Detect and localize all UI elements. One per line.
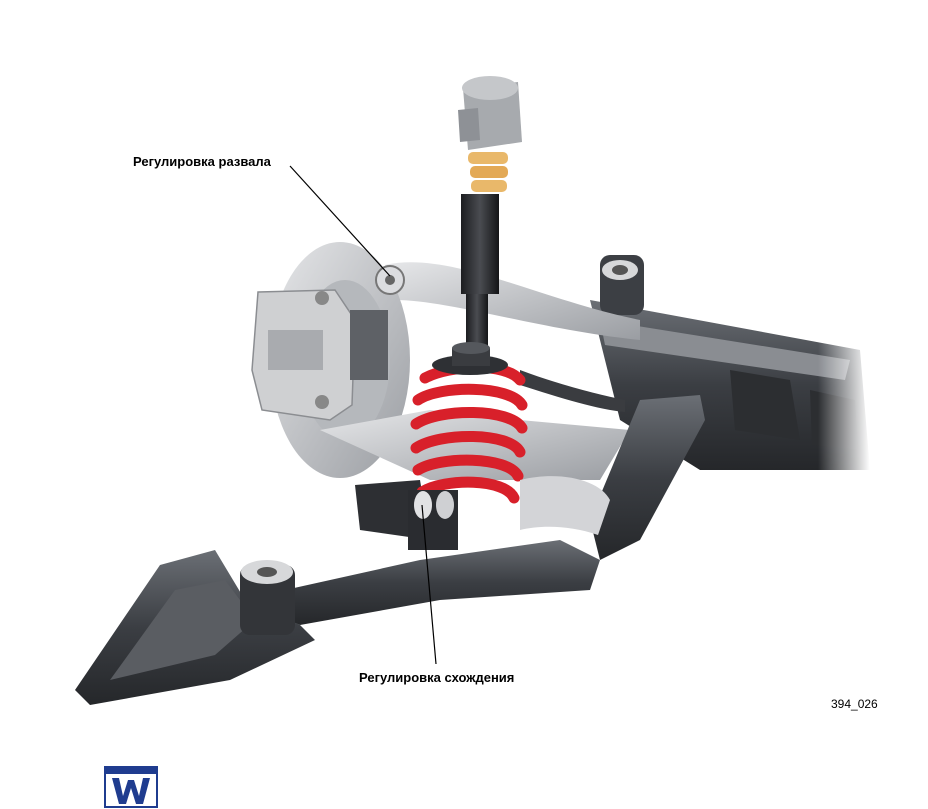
mounting-bracket: [75, 550, 315, 705]
toe-leader-line: [421, 504, 437, 665]
toe-adjust-bolt: [408, 490, 458, 550]
brake-caliper: [251, 289, 388, 421]
camber-adjustment-label: Регулировка развала: [133, 154, 271, 169]
shock-absorber: [458, 76, 522, 354]
lower-arms: [240, 395, 705, 625]
figure-id: 394_026: [831, 697, 878, 711]
upper-control-arm: [385, 262, 640, 412]
spring-seat: [432, 342, 508, 375]
word-document-icon[interactable]: [104, 766, 158, 808]
toe-adjustment-label: Регулировка схождения: [359, 670, 515, 685]
coil-spring: [410, 361, 528, 504]
camber-leader-line: [289, 165, 391, 277]
